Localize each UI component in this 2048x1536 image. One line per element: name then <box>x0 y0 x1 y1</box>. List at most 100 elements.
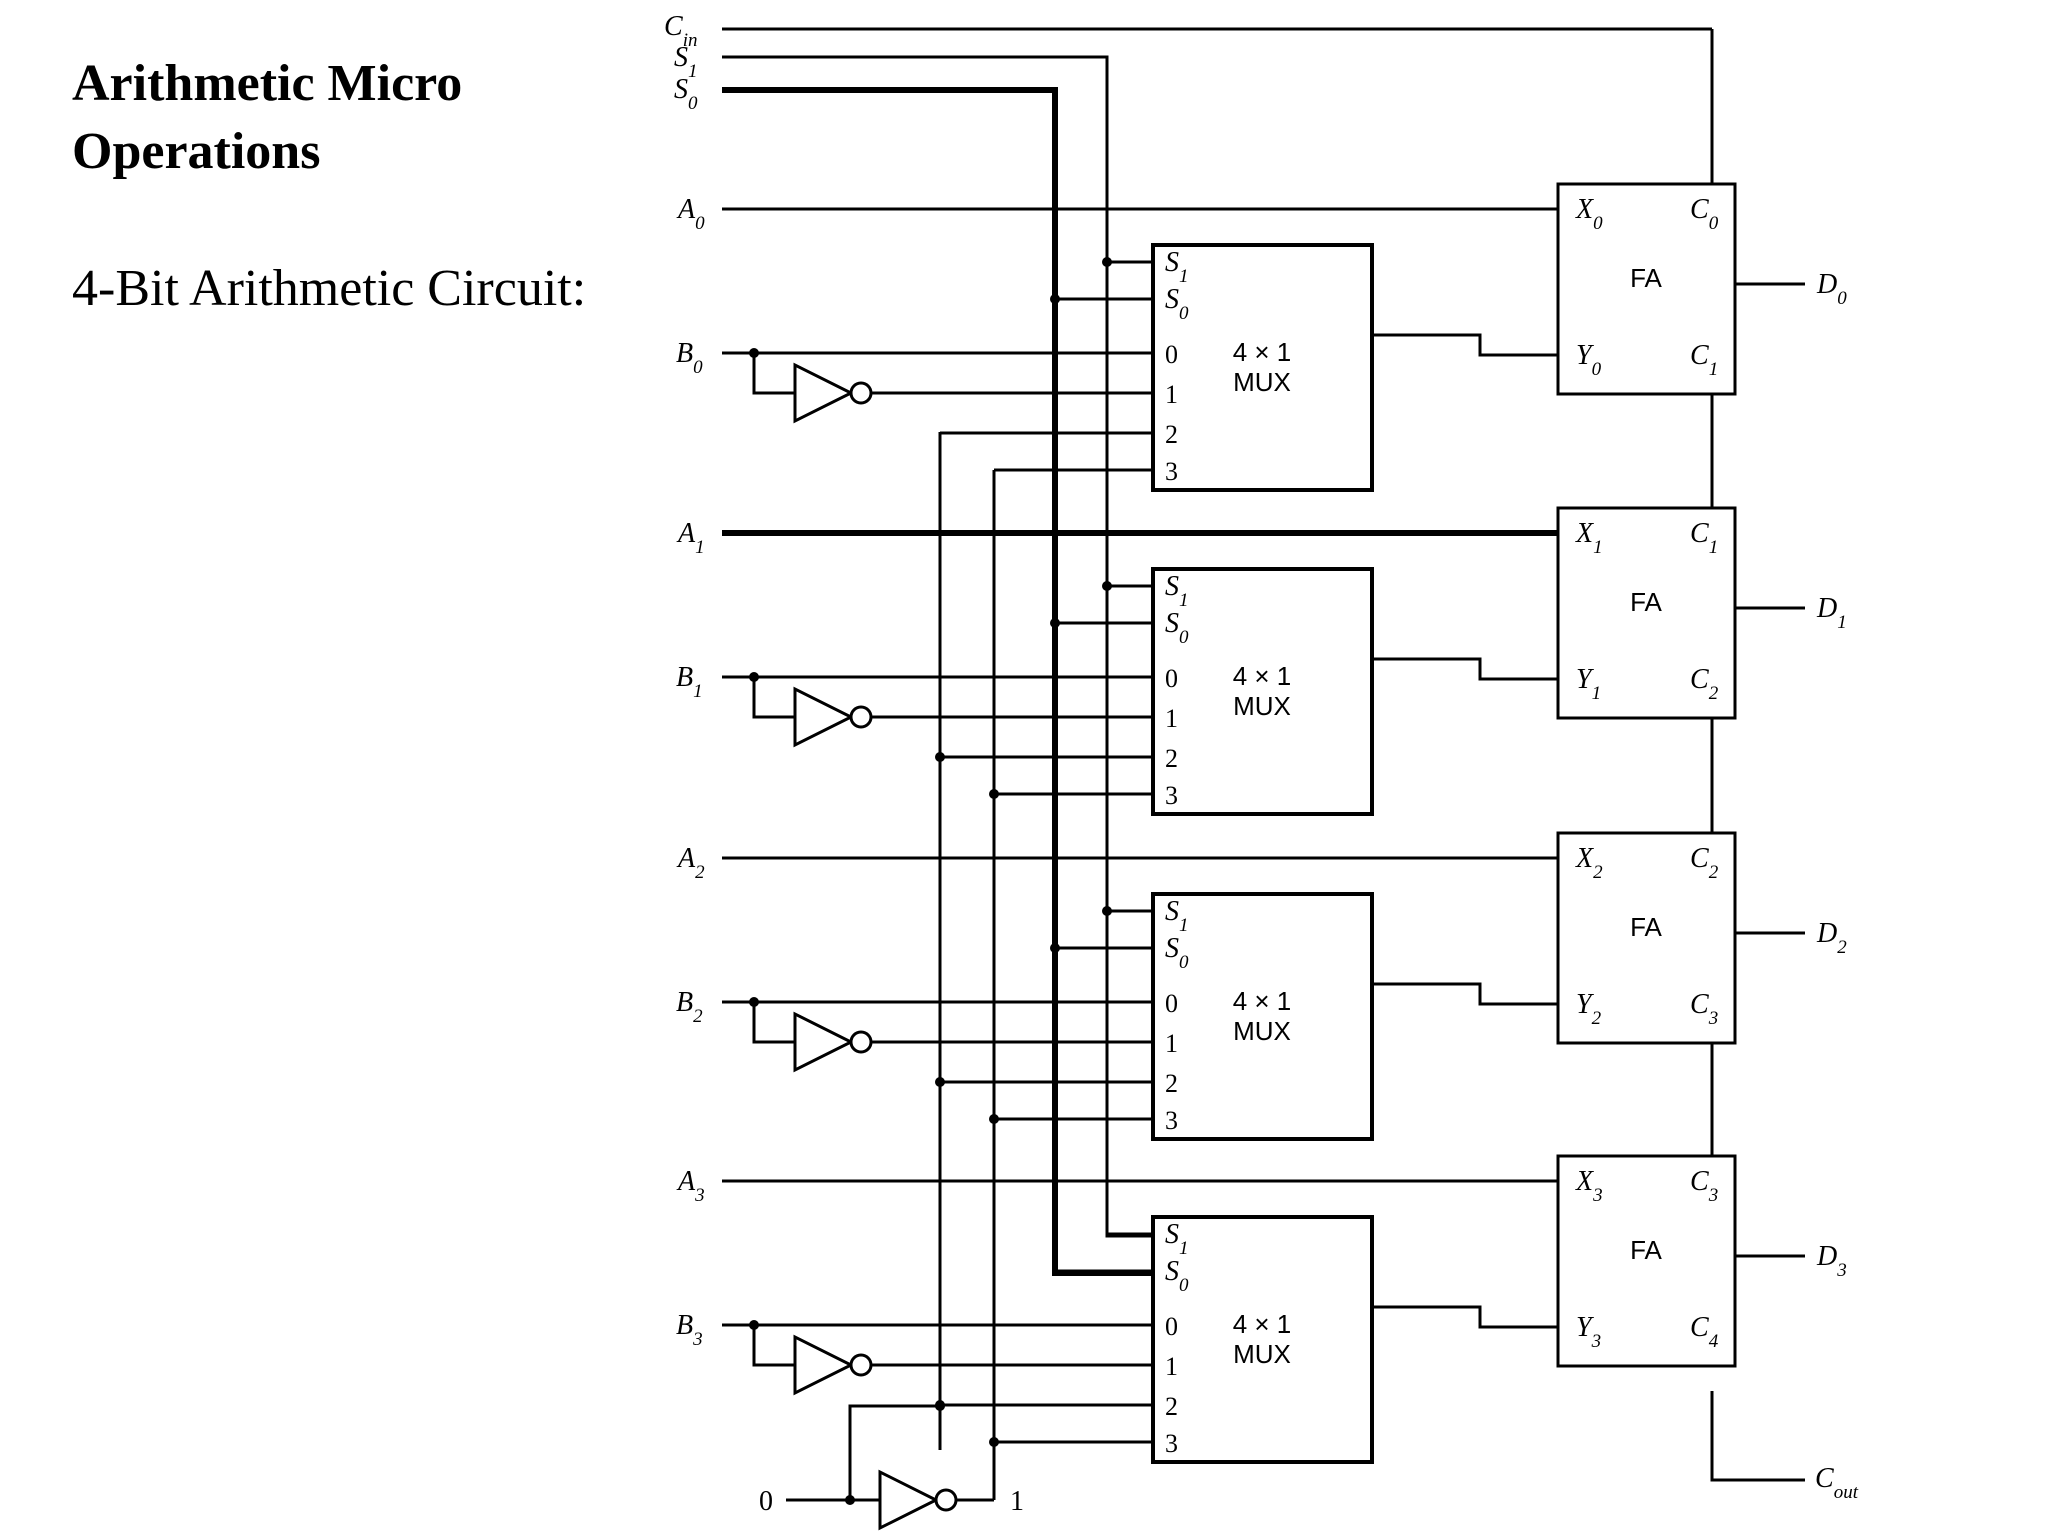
fa-box-1 <box>1556 506 1737 720</box>
slide-title-line-1: Arithmetic Micro <box>72 55 463 112</box>
fa-cin-label-3: C3 <box>1690 1166 1718 1206</box>
b-to-inv-0 <box>752 353 795 395</box>
mux-box-3 <box>1151 1215 1374 1464</box>
fa-name-3: FA <box>1630 1235 1662 1265</box>
s1-line <box>722 55 1153 1238</box>
cout-label: Cout <box>1815 1463 1859 1503</box>
mux-pin-label-1-1: 1 <box>1165 704 1178 733</box>
b-to-inv-3 <box>752 1325 795 1367</box>
b-to-inv-1 <box>752 677 795 719</box>
d-label-0: D0 <box>1816 269 1847 309</box>
s0-label: S0 <box>674 74 698 114</box>
b-inverter-0 <box>793 362 855 424</box>
mux-pin-label-1-0: 0 <box>1165 664 1178 693</box>
a-label-0: A0 <box>676 194 705 234</box>
mux-s0-label-0: S0 <box>1165 284 1189 324</box>
const-zero-label: 0 <box>759 1486 773 1517</box>
fa-cout-label-0: C1 <box>1690 340 1718 380</box>
mux-name-2-0: MUX <box>1233 367 1291 397</box>
a-label-1: A1 <box>676 518 705 558</box>
fa-name-1: FA <box>1630 587 1662 617</box>
mux-name-1-0: 4 × 1 <box>1233 337 1292 367</box>
fa-name-2: FA <box>1630 912 1662 942</box>
fa-cin-label-1: C1 <box>1690 518 1718 558</box>
b-junction-0 <box>749 348 759 358</box>
mux-pin-label-0-3: 3 <box>1165 457 1178 486</box>
const-zero-junction-top <box>935 1401 945 1411</box>
fa-y-label-2: Y2 <box>1576 989 1602 1029</box>
fa-x-label-0: X0 <box>1575 194 1603 234</box>
const-one-junction-3 <box>989 1437 999 1447</box>
fa-x-label-2: X2 <box>1575 843 1603 883</box>
fa-cout-label-1: C2 <box>1690 664 1719 704</box>
b-junction-2 <box>749 997 759 1007</box>
mux-pin-label-2-1: 1 <box>1165 1029 1178 1058</box>
b-junction-3 <box>749 1320 759 1330</box>
s1-label: S1 <box>674 42 698 82</box>
mux-name-2-2: MUX <box>1233 1016 1291 1046</box>
fa-y-label-1: Y1 <box>1576 664 1601 704</box>
mux-pin-label-3-0: 0 <box>1165 1312 1178 1341</box>
b-label-1: B1 <box>676 662 703 702</box>
cout-line <box>1710 1391 1805 1482</box>
mux-s0-label-3: S0 <box>1165 1256 1189 1296</box>
mux-pin-label-2-2: 2 <box>1165 1069 1178 1098</box>
fa-y-label-0: Y0 <box>1576 340 1602 380</box>
mux-out-2 <box>1372 982 1558 1006</box>
mux-s1-label-3: S1 <box>1165 1219 1189 1259</box>
a-label-2: A2 <box>676 843 705 883</box>
b-label-3: B3 <box>676 1310 703 1350</box>
mux-pin-label-1-3: 3 <box>1165 781 1178 810</box>
mux-s0-label-2: S0 <box>1165 933 1189 973</box>
const-zero-junction-2 <box>935 1077 945 1087</box>
fa-y-label-3: Y3 <box>1576 1312 1601 1352</box>
b-inverter-2-bubble <box>849 1030 873 1054</box>
b-inverter-2 <box>793 1011 855 1073</box>
mux-name-2-3: MUX <box>1233 1339 1291 1369</box>
const-one-junction-1 <box>989 789 999 799</box>
b-inverter-0-bubble <box>849 381 873 405</box>
mux-pin-label-0-2: 2 <box>1165 420 1178 449</box>
mux-name-1-2: 4 × 1 <box>1233 986 1292 1016</box>
b-label-2: B2 <box>676 987 703 1027</box>
const-inverter <box>878 1469 940 1531</box>
const-one-label: 1 <box>1010 1486 1024 1517</box>
mux-pin-label-1-2: 2 <box>1165 744 1178 773</box>
d-label-2: D2 <box>1816 918 1847 958</box>
a-label-3: A3 <box>676 1166 705 1206</box>
mux-pin-label-3-3: 3 <box>1165 1429 1178 1458</box>
mux-name-2-1: MUX <box>1233 691 1291 721</box>
fa-box-0 <box>1556 182 1737 396</box>
s0-junction-0 <box>1050 294 1060 304</box>
b-inverter-1-bubble <box>849 705 873 729</box>
mux-box-2 <box>1151 892 1374 1141</box>
fa-cout-label-3: C4 <box>1690 1312 1719 1352</box>
b-inverter-3 <box>793 1334 855 1396</box>
mux-out-3 <box>1372 1305 1558 1329</box>
s0-junction-2 <box>1050 943 1060 953</box>
mux-name-1-1: 4 × 1 <box>1233 661 1292 691</box>
slide-title-line-2: Operations <box>72 123 321 180</box>
const-inverter-bubble <box>934 1488 958 1512</box>
fa-name-0: FA <box>1630 263 1662 293</box>
s1-junction-2 <box>1102 906 1112 916</box>
fa-cout-label-2: C3 <box>1690 989 1718 1029</box>
mux-out-0 <box>1372 333 1558 357</box>
b-to-inv-2 <box>752 1002 795 1044</box>
fa-cin-label-2: C2 <box>1690 843 1719 883</box>
fa-cin-label-0: C0 <box>1690 194 1719 234</box>
s0-line <box>722 87 1153 1276</box>
d-label-1: D1 <box>1816 593 1847 633</box>
mux-s1-label-2: S1 <box>1165 896 1189 936</box>
b-label-0: B0 <box>676 338 703 378</box>
mux-pin-label-3-1: 1 <box>1165 1352 1178 1381</box>
mux-box-0 <box>1151 243 1374 492</box>
const-zero-split <box>845 1495 855 1505</box>
const-zero-up <box>848 1404 940 1500</box>
slide-subtitle: 4-Bit Arithmetic Circuit: <box>72 260 587 317</box>
b-junction-1 <box>749 672 759 682</box>
mux-out-1 <box>1372 657 1558 681</box>
b-inverter-1 <box>793 686 855 748</box>
fa-x-label-1: X1 <box>1575 518 1603 558</box>
mux-pin-label-2-3: 3 <box>1165 1106 1178 1135</box>
